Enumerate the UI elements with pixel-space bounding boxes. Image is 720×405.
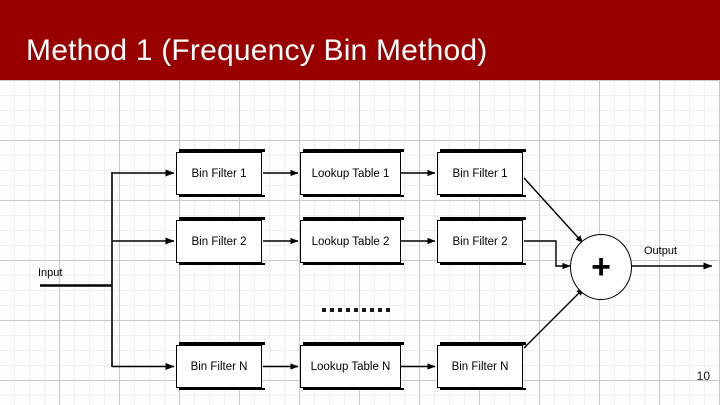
node-label: Bin Filter 2 bbox=[191, 235, 247, 248]
lookup-table-1-box[interactable]: Lookup Table 1 bbox=[300, 152, 401, 195]
bin-filter-1-input-box[interactable]: Bin Filter 1 bbox=[176, 152, 262, 195]
node-label: Bin Filter 2 bbox=[452, 235, 508, 248]
ellipsis-dot bbox=[322, 308, 326, 312]
page-number: 10 bbox=[696, 369, 710, 383]
box-shadow bbox=[303, 149, 404, 152]
ellipsis-dot bbox=[330, 308, 334, 312]
ellipsis-dot bbox=[378, 308, 382, 312]
box-shadow bbox=[440, 217, 526, 220]
node-label: Lookup Table N bbox=[310, 360, 391, 373]
ellipsis-dot bbox=[362, 308, 366, 312]
input-label: Input bbox=[38, 267, 63, 279]
box-shadow-bottom bbox=[179, 263, 265, 265]
plus-icon: + bbox=[591, 248, 611, 286]
node-label: Bin Filter N bbox=[190, 360, 248, 373]
box-shadow bbox=[440, 149, 526, 152]
box-shadow bbox=[440, 342, 526, 345]
box-shadow-bottom bbox=[179, 195, 265, 197]
summation-node[interactable]: + bbox=[570, 234, 632, 300]
box-shadow-bottom bbox=[179, 388, 265, 390]
page-title: Method 1 (Frequency Bin Method) bbox=[26, 34, 488, 67]
box-shadow bbox=[303, 342, 404, 345]
bin-filter-1-output-box[interactable]: Bin Filter 1 bbox=[437, 152, 523, 195]
box-shadow-bottom bbox=[440, 388, 526, 390]
ellipsis-dot bbox=[338, 308, 342, 312]
bin-filter-2-output-box[interactable]: Bin Filter 2 bbox=[437, 220, 523, 263]
box-shadow-bottom bbox=[303, 388, 404, 390]
ellipsis-dot bbox=[386, 308, 390, 312]
ellipsis-dots bbox=[322, 308, 390, 312]
bin-filter-n-output-box[interactable]: Bin Filter N bbox=[437, 345, 523, 388]
ellipsis-dot bbox=[346, 308, 350, 312]
box-shadow bbox=[303, 217, 404, 220]
title-bar: Method 1 (Frequency Bin Method) bbox=[0, 0, 720, 80]
node-label: Lookup Table 2 bbox=[311, 235, 390, 248]
bin-filter-n-input-box[interactable]: Bin Filter N bbox=[176, 345, 262, 388]
box-shadow bbox=[179, 217, 265, 220]
box-shadow bbox=[179, 149, 265, 152]
output-label: Output bbox=[644, 245, 678, 257]
node-label: Bin Filter N bbox=[451, 360, 509, 373]
bin-filter-2-input-box[interactable]: Bin Filter 2 bbox=[176, 220, 262, 263]
box-shadow-bottom bbox=[303, 263, 404, 265]
box-shadow-bottom bbox=[303, 195, 404, 197]
ellipsis-dot bbox=[354, 308, 358, 312]
box-shadow-bottom bbox=[440, 263, 526, 265]
box-shadow-bottom bbox=[440, 195, 526, 197]
lookup-table-2-box[interactable]: Lookup Table 2 bbox=[300, 220, 401, 263]
node-label: Lookup Table 1 bbox=[311, 167, 390, 180]
node-label: Bin Filter 1 bbox=[452, 167, 508, 180]
box-shadow bbox=[179, 342, 265, 345]
ellipsis-dot bbox=[370, 308, 374, 312]
node-label: Bin Filter 1 bbox=[191, 167, 247, 180]
lookup-table-n-box[interactable]: Lookup Table N bbox=[300, 345, 401, 388]
